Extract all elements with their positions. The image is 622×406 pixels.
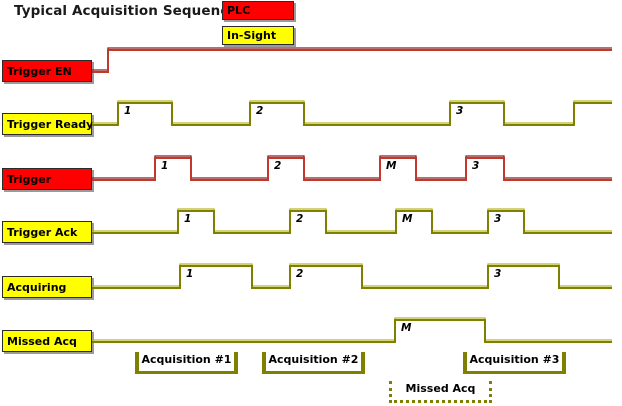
waveform-stroke [92, 319, 612, 343]
pulse-marker: M [402, 213, 413, 225]
pulse-marker: 3 [494, 213, 502, 225]
signal-label-text: Trigger Ready [7, 117, 94, 131]
waveform-stroke [92, 210, 612, 234]
legend-chip-label: In-Sight [227, 29, 277, 42]
pulse-marker: 2 [274, 160, 282, 172]
waveform-acquiring [92, 263, 612, 289]
waveform-highlight-stroke [92, 208, 612, 232]
pulse-marker: 2 [256, 105, 264, 117]
signal-label-text: Trigger EN [7, 64, 72, 78]
pulse-marker: 2 [296, 268, 304, 280]
signal-label-text: Trigger Ack [7, 225, 78, 239]
waveform-highlight-stroke [92, 47, 612, 71]
signal-label-trigger-en: Trigger EN [2, 60, 92, 82]
waveform-trigger-ready [92, 100, 612, 126]
signal-label-acquiring: Acquiring [2, 276, 92, 298]
signal-label-trigger-ack: Trigger Ack [2, 221, 92, 243]
page-title: Typical Acquisition Sequence [14, 3, 238, 19]
waveform-highlight-stroke [92, 100, 612, 124]
pulse-marker: 3 [456, 105, 464, 117]
legend-chip-label: PLC [227, 4, 251, 17]
waveform-missed-acq [92, 317, 612, 343]
pulse-marker: 2 [296, 213, 304, 225]
pulse-marker: 1 [186, 268, 194, 280]
waveform-trigger-en [92, 47, 612, 73]
missed-acq-marker: Missed Acq [389, 381, 492, 403]
missed-acq-marker-label: Missed Acq [405, 382, 476, 395]
pulse-marker: 3 [494, 268, 502, 280]
pulse-marker: 1 [184, 213, 192, 225]
signal-label-trigger: Trigger [2, 168, 92, 190]
signal-label-missed-acq: Missed Acq [2, 330, 92, 352]
pulse-marker: M [386, 160, 397, 172]
acquisition-bracket: Acquisition #2 [262, 352, 365, 374]
pulse-marker: M [401, 322, 412, 334]
legend-chip-insight: In-Sight [222, 26, 294, 45]
waveform-stroke [92, 265, 612, 289]
acquisition-bracket-label: Acquisition #1 [141, 353, 232, 366]
signal-label-trigger-ready: Trigger Ready [2, 113, 94, 135]
acquisition-bracket: Acquisition #1 [135, 352, 238, 374]
signal-label-text: Trigger [7, 172, 52, 186]
waveform-highlight-stroke [92, 155, 612, 179]
legend-chip-plc: PLC [222, 1, 294, 20]
waveform-highlight-stroke [92, 317, 612, 341]
waveform-highlight-stroke [92, 263, 612, 287]
signal-label-text: Acquiring [7, 280, 67, 294]
waveform-trigger [92, 155, 612, 181]
waveform-trigger-ack [92, 208, 612, 234]
pulse-marker: 3 [472, 160, 480, 172]
waveform-stroke [92, 49, 612, 73]
waveform-stroke [92, 157, 612, 181]
waveform-stroke [92, 102, 612, 126]
acquisition-bracket-label: Acquisition #2 [268, 353, 359, 366]
pulse-marker: 1 [124, 105, 132, 117]
acquisition-bracket: Acquisition #3 [463, 352, 566, 374]
acquisition-bracket-label: Acquisition #3 [469, 353, 560, 366]
signal-label-text: Missed Acq [7, 334, 77, 348]
pulse-marker: 1 [161, 160, 169, 172]
